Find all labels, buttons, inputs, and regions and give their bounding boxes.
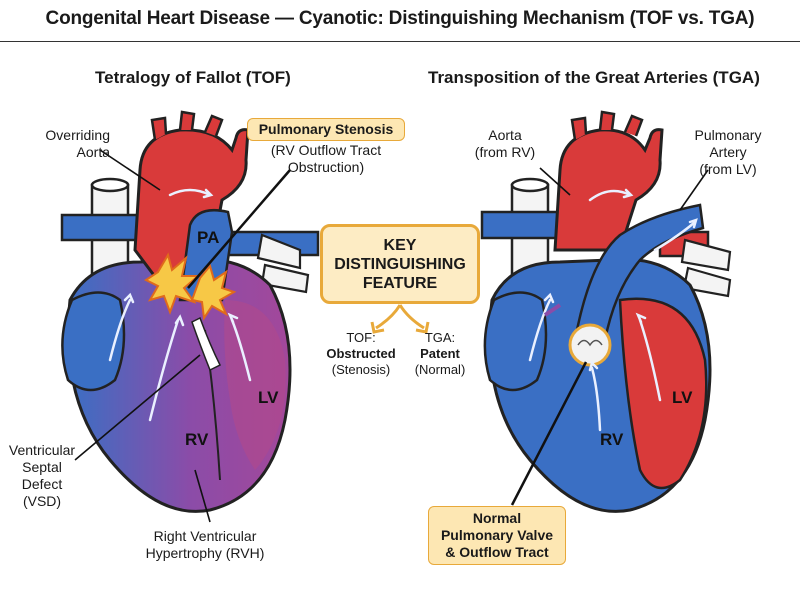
- page-title: Congenital Heart Disease — Cyanotic: Dis…: [45, 8, 755, 29]
- tga-pa-line1: Pulmonary: [694, 127, 762, 143]
- tof-rvh-pointer: [194, 469, 211, 523]
- tof-rv-outflow-line1: (RV Outflow Tract: [270, 142, 382, 158]
- tof-vsd-line4: (VSD): [22, 493, 62, 509]
- tof-aorta-pointer: [99, 149, 161, 191]
- tga-normal-valve-line2: Pulmonary Valve: [440, 527, 554, 543]
- tof-pulmonary-stenosis-label: Pulmonary Stenosis: [258, 121, 394, 137]
- tga-pa-pointer: [679, 169, 709, 211]
- tof-vsd-line1: Ventricular: [8, 442, 76, 458]
- tga-pulmonary-artery-label: Pulmonary Artery (from LV): [688, 127, 768, 178]
- key-tof-label: TOF:: [346, 330, 376, 345]
- tof-rv-label: RV: [185, 430, 209, 449]
- tof-rvh-label: Right Ventricular Hypertrophy (RVH): [130, 528, 280, 562]
- key-line1: KEY: [383, 237, 417, 254]
- key-tof-summary: TOF: Obstructed (Stenosis): [322, 330, 400, 378]
- tof-stenosis-pointer: [187, 169, 291, 289]
- key-arrow-right: [398, 304, 425, 330]
- tof-rvh-line2: Hypertrophy (RVH): [145, 545, 265, 561]
- tga-heart: [480, 110, 732, 513]
- tof-rvh-line1: Right Ventricular: [153, 528, 257, 544]
- tof-vsd-line2: Septal: [22, 459, 62, 475]
- title-bar: [0, 0, 800, 42]
- tof-vsd-line3: Defect: [21, 476, 63, 492]
- tof-vsd: [191, 316, 222, 372]
- tga-lv: [618, 297, 708, 490]
- tof-overriding-aorta-line2: Aorta: [76, 144, 110, 160]
- tga-lv-label: LV: [672, 388, 693, 407]
- key-arrow-left: [375, 304, 402, 330]
- tof-right-atrium: [61, 291, 126, 392]
- key-line2: DISTINGUISHING: [334, 256, 466, 273]
- key-tof-note: (Stenosis): [331, 362, 391, 377]
- tof-stenosis-burst-2: [190, 263, 237, 321]
- key-tga-label: TGA:: [424, 330, 456, 345]
- tga-pa-line2: Artery: [709, 144, 747, 160]
- tof-stenosis-burst: [144, 252, 201, 315]
- tof-vsd-pointer: [74, 354, 201, 461]
- tga-pa-line3: (from LV): [699, 161, 757, 177]
- tga-aorta-pointer: [539, 167, 571, 196]
- tga-heading: Transposition of the Great Arteries (TGA…: [428, 68, 760, 87]
- tga-aorta-line1: Aorta: [488, 127, 522, 143]
- tof-rv-outflow-line2: Obstruction): [287, 159, 365, 175]
- key-tga-summary: TGA: Patent (Normal): [404, 330, 476, 378]
- tof-rv-outflow-label: (RV Outflow Tract Obstruction): [250, 142, 402, 176]
- tof-overriding-aorta-label: Overriding Aorta: [30, 127, 110, 161]
- tof-vsd-label: Ventricular Septal Defect (VSD): [4, 442, 80, 510]
- tof-overriding-aorta-line1: Overriding: [45, 127, 110, 143]
- tga-normal-valve-callout: Normal Pulmonary Valve & Outflow Tract: [428, 506, 566, 565]
- tga-aorta-label: Aorta (from RV): [465, 127, 545, 161]
- tof-pa-label: PA: [197, 228, 220, 247]
- key-tga-value: Patent: [420, 346, 460, 361]
- key-tga-note: (Normal): [414, 362, 466, 377]
- key-tof-value: Obstructed: [326, 346, 396, 361]
- tga-valve-pointer: [510, 361, 588, 506]
- tof-pulmonary-stenosis-callout: Pulmonary Stenosis: [247, 118, 405, 141]
- tga-normal-valve-line3: & Outflow Tract: [445, 544, 549, 560]
- tga-aorta-line2: (from RV): [474, 144, 536, 160]
- key-feature-box: KEY DISTINGUISHING FEATURE: [320, 224, 480, 304]
- tof-lv-label: LV: [258, 388, 279, 407]
- key-line3: FEATURE: [362, 275, 438, 292]
- tof-heading: Tetralogy of Fallot (TOF): [95, 68, 291, 87]
- tof-heart: [60, 110, 320, 513]
- tga-normal-valve-line1: Normal: [472, 510, 522, 526]
- tga-rv-label: RV: [600, 430, 624, 449]
